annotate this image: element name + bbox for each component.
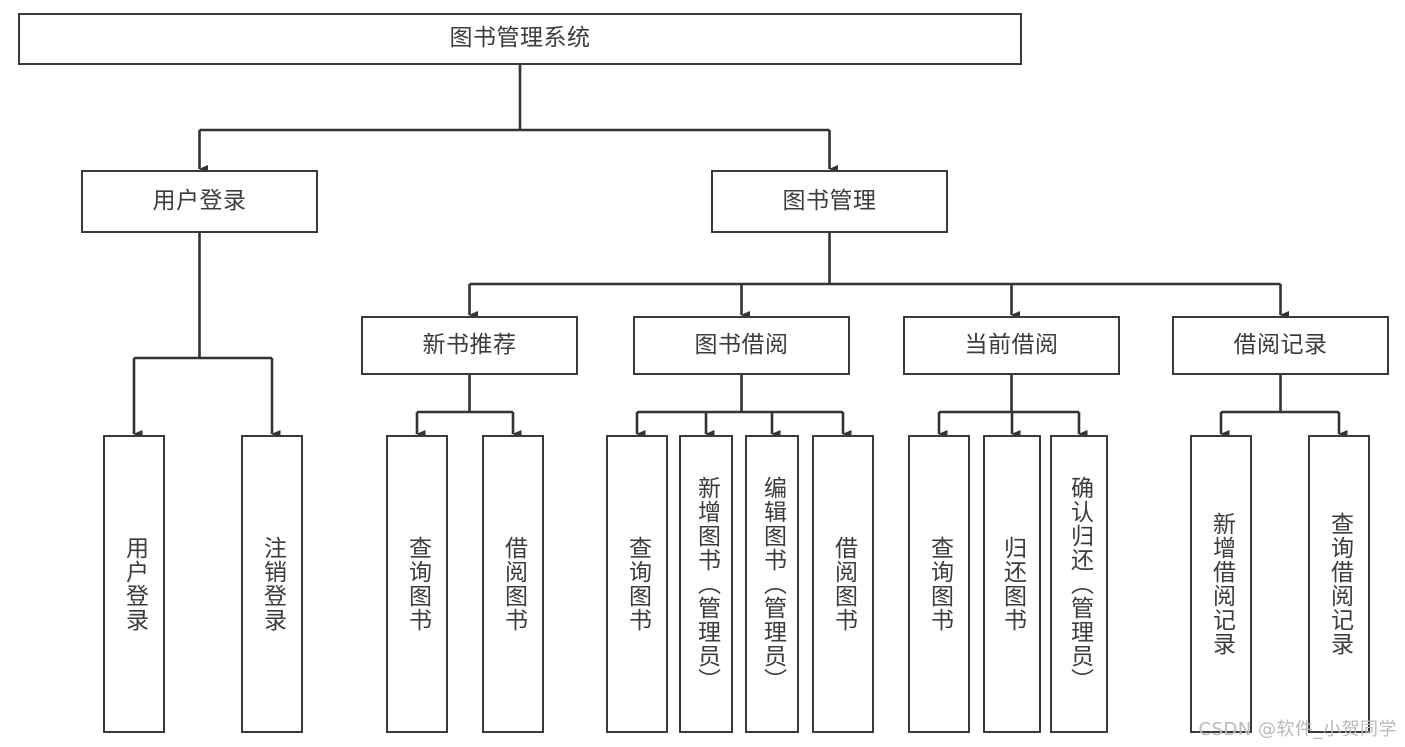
node-label: 图书管理: [782, 187, 877, 214]
node-borrow-record[interactable]: 借阅记录: [1172, 316, 1389, 375]
node-leaf-borrow-book-1[interactable]: 借阅图书: [482, 435, 544, 733]
node-root[interactable]: 图书管理系统: [18, 13, 1022, 65]
node-leaf-add-book[interactable]: 新增图书（管理员）: [679, 435, 733, 733]
node-book-borrow[interactable]: 图书借阅: [633, 316, 850, 375]
node-label: 确认归还（管理员）: [1066, 476, 1093, 692]
node-user-login[interactable]: 用户登录: [81, 170, 318, 233]
node-label: 注销登录: [259, 536, 286, 632]
node-label: 借阅图书: [500, 536, 527, 632]
node-leaf-query-book-3[interactable]: 查询图书: [908, 435, 970, 733]
node-leaf-user-login[interactable]: 用户登录: [103, 435, 165, 733]
node-label: 编辑图书（管理员）: [759, 476, 786, 692]
node-label: 新增借阅记录: [1208, 512, 1235, 656]
node-leaf-add-record[interactable]: 新增借阅记录: [1190, 435, 1252, 733]
node-label: 用户登录: [121, 536, 148, 632]
node-new-book-rec[interactable]: 新书推荐: [361, 316, 578, 375]
node-label: 查询图书: [404, 536, 431, 632]
node-label: 查询图书: [926, 536, 953, 632]
node-leaf-query-book-2[interactable]: 查询图书: [606, 435, 668, 733]
node-label: 用户登录: [152, 187, 247, 214]
node-label: 新书推荐: [422, 331, 517, 358]
node-label: 当前借阅: [964, 331, 1059, 358]
node-leaf-query-book-1[interactable]: 查询图书: [386, 435, 448, 733]
node-label: 查询图书: [624, 536, 651, 632]
node-label: 归还图书: [999, 536, 1026, 632]
node-label: 查询借阅记录: [1326, 512, 1353, 656]
node-leaf-confirm-return[interactable]: 确认归还（管理员）: [1050, 435, 1108, 733]
node-label: 借阅记录: [1233, 331, 1328, 358]
node-leaf-query-record[interactable]: 查询借阅记录: [1308, 435, 1370, 733]
node-current-borrow[interactable]: 当前借阅: [903, 316, 1120, 375]
node-label: 新增图书（管理员）: [693, 476, 720, 692]
node-label: 图书管理系统: [449, 25, 591, 52]
node-book-manage[interactable]: 图书管理: [711, 170, 948, 233]
node-leaf-edit-book[interactable]: 编辑图书（管理员）: [745, 435, 799, 733]
node-leaf-return-book[interactable]: 归还图书: [983, 435, 1041, 733]
node-label: 图书借阅: [694, 331, 789, 358]
node-leaf-user-logout[interactable]: 注销登录: [241, 435, 303, 733]
node-label: 借阅图书: [830, 536, 857, 632]
node-leaf-borrow-book-2[interactable]: 借阅图书: [812, 435, 874, 733]
